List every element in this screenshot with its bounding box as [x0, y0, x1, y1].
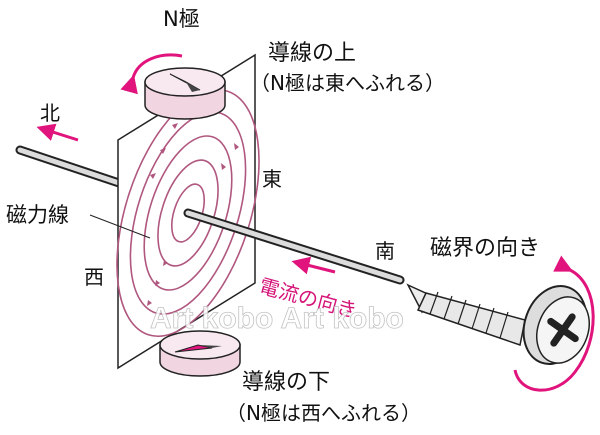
field-lines-leader [89, 214, 151, 239]
bottom-wire-note: （N極は西へふれる） [226, 401, 421, 425]
current-direction-arrow [291, 256, 336, 275]
west-label: 西 [84, 265, 104, 289]
field-direction-label: 磁界の向き [430, 236, 540, 261]
compass-icon [144, 67, 226, 120]
bottom-wire-label: 導線の下 [242, 370, 330, 395]
top-wire-label: 導線の上 [268, 41, 356, 66]
wire-north-segment [15, 145, 130, 190]
n-pole-label: N極 [163, 7, 200, 31]
compass-icon [159, 330, 241, 377]
field-lines-label: 磁力線 [6, 203, 69, 227]
wire-south-segment [183, 208, 405, 285]
watermark: Art kobo Art kobo [150, 302, 404, 335]
field-line-arrows [147, 123, 239, 306]
north-arrow [36, 123, 79, 142]
top-compass-rotation-arrow [120, 53, 183, 95]
south-label: 南 [375, 239, 395, 263]
top-wire-note: （N極は東へふれる） [250, 71, 445, 95]
east-label: 東 [262, 167, 282, 191]
north-label: 北 [40, 101, 60, 125]
screw-icon [406, 283, 590, 365]
screw-rotation-arrow [513, 255, 595, 392]
